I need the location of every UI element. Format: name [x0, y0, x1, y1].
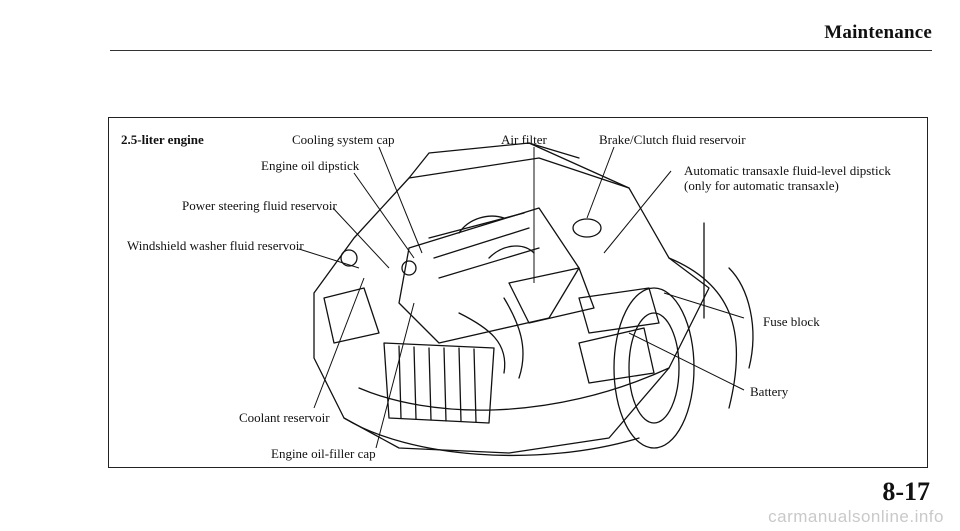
label-air-filter: Air filter [501, 132, 547, 147]
label-windshield-washer-fluid-reservoir: Windshield washer fluid reservoir [127, 238, 304, 253]
page-number: 8-17 [882, 477, 930, 506]
label-automatic-transaxle-line1: Automatic transaxle fluid-level dipstick [684, 163, 891, 178]
label-power-steering-fluid-reservoir: Power steering fluid reservoir [182, 198, 337, 213]
watermark: carmanualsonline.info [768, 507, 944, 526]
label-coolant-reservoir: Coolant reservoir [239, 410, 330, 425]
label-automatic-transaxle-line2: (only for automatic transaxle) [684, 178, 839, 193]
label-engine-oil-filler-cap: Engine oil-filler cap [271, 446, 376, 461]
label-battery: Battery [750, 384, 789, 399]
label-engine-oil-dipstick: Engine oil dipstick [261, 158, 360, 173]
engine-illustration [298, 142, 754, 457]
header-rule [110, 50, 932, 51]
label-fuse-block: Fuse block [763, 314, 820, 329]
label-brake-clutch-fluid-reservoir: Brake/Clutch fluid reservoir [599, 132, 746, 147]
engine-figure: 2.5-liter engine Cooling system cap Air … [108, 117, 928, 468]
label-cooling-system-cap: Cooling system cap [292, 132, 395, 147]
section-title: Maintenance [824, 22, 932, 43]
figure-caption: 2.5-liter engine [121, 132, 204, 147]
